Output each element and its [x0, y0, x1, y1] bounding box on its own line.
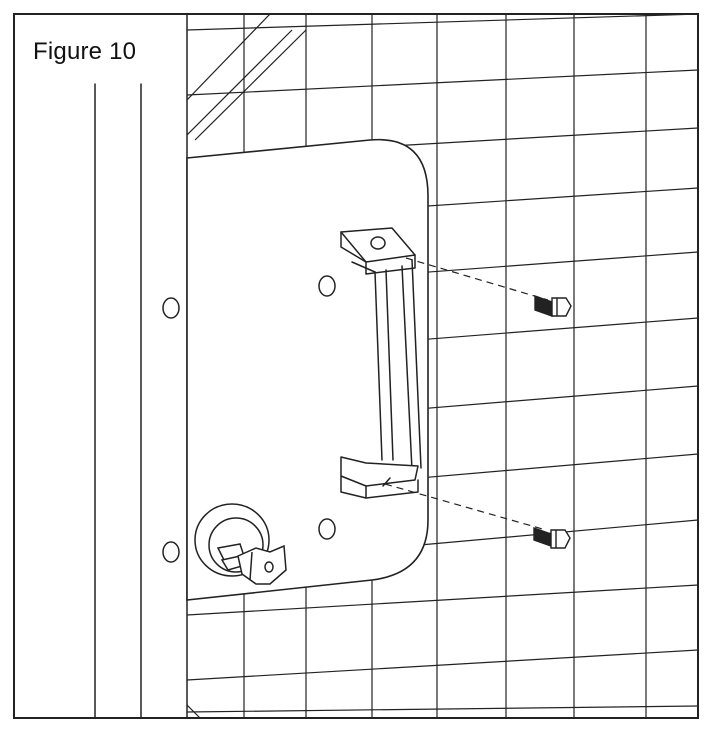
alignment-lines — [384, 257, 549, 531]
caption-box — [15, 15, 165, 83]
frame-posts — [94, 13, 188, 719]
screw-top — [534, 295, 572, 317]
screw-bottom — [533, 527, 571, 549]
mounting-holes — [162, 275, 336, 563]
figure-frame — [13, 13, 699, 719]
door-handle — [340, 227, 422, 499]
figure-caption: Figure 10 — [33, 38, 137, 65]
key — [237, 544, 287, 585]
